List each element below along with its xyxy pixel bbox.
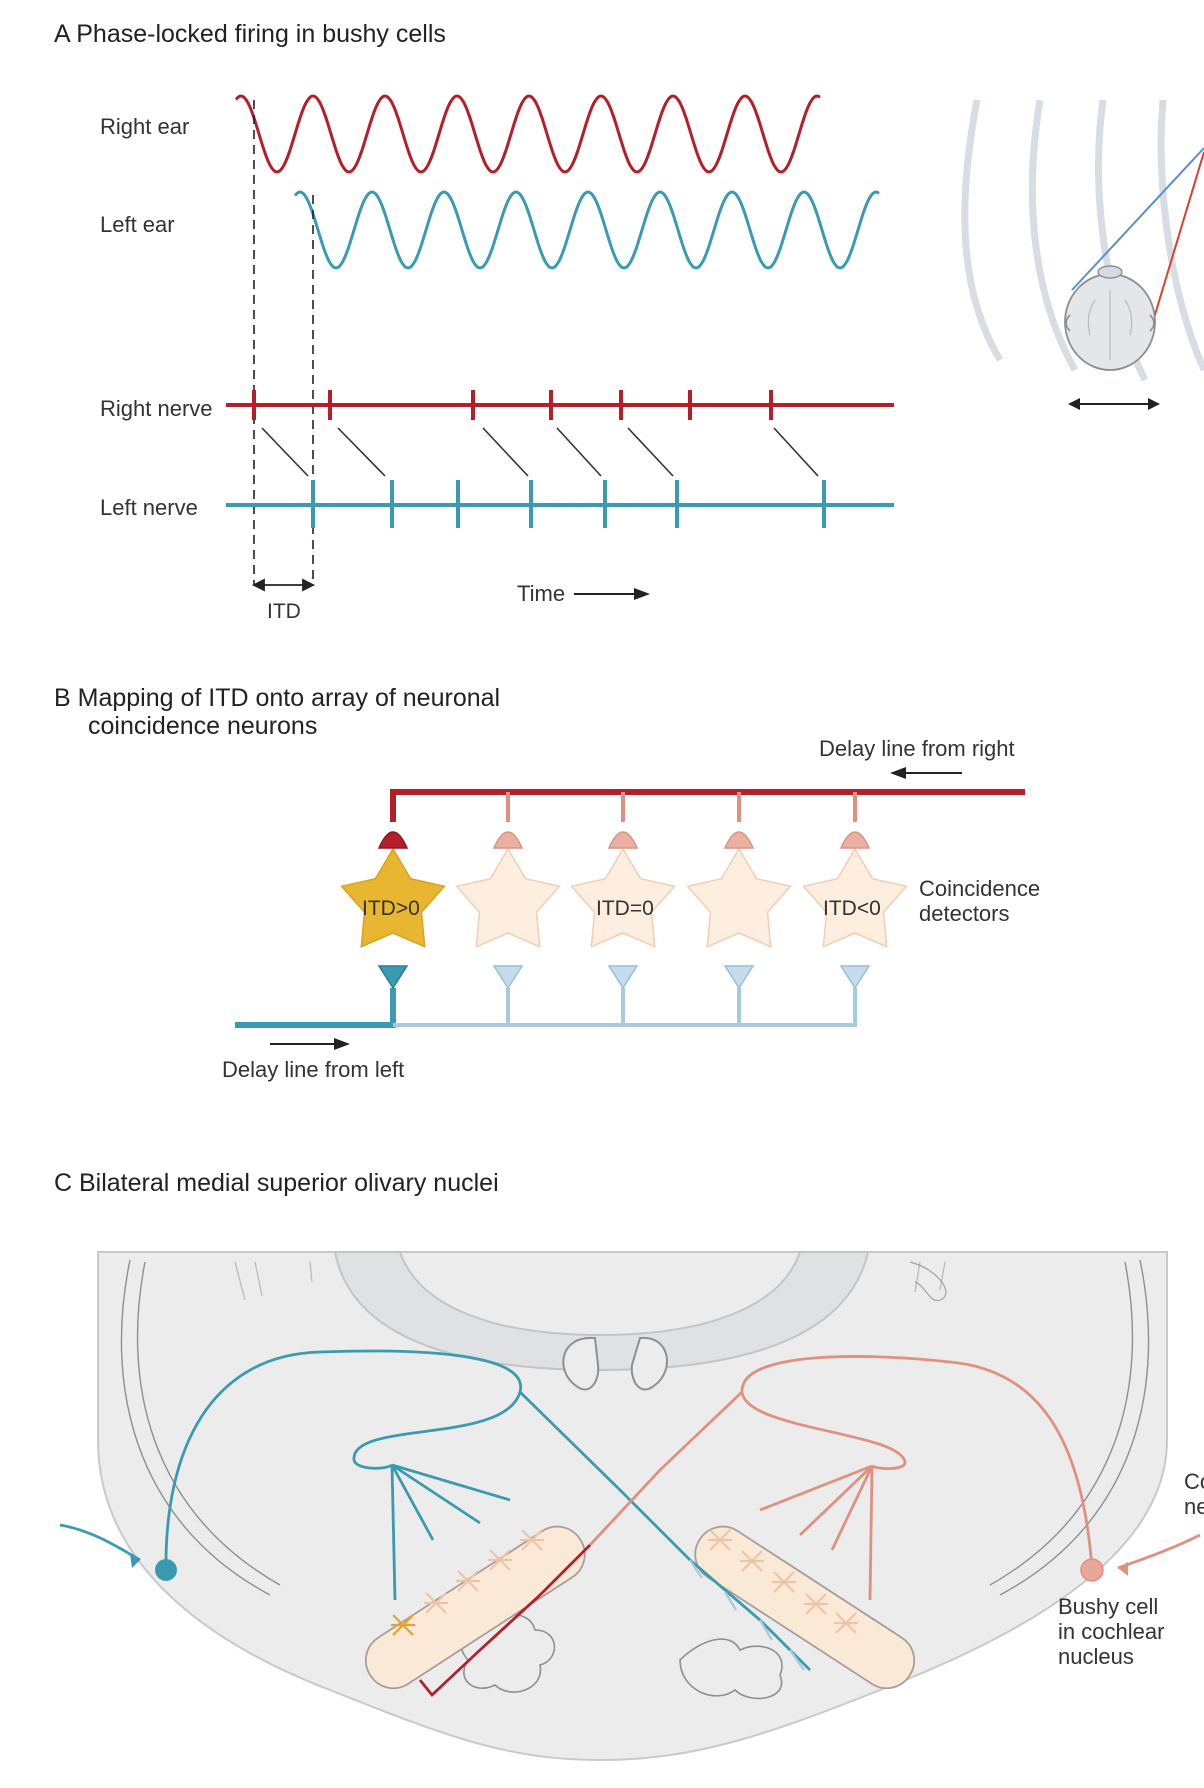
panel-a-title: A Phase-locked firing in bushy cells: [54, 20, 446, 48]
left-terminal-icon: [130, 1554, 140, 1568]
cut-off-label-line1: Co: [1184, 1469, 1204, 1494]
time-label: Time: [517, 581, 565, 606]
delay-left-label: Delay line from left: [222, 1057, 404, 1082]
itd-label: ITD: [267, 600, 301, 623]
coincidence-label-line1: Coincidence: [919, 876, 1040, 901]
right-ear-waveform: [234, 94, 821, 174]
itd-arrow: [251, 578, 316, 592]
left-synapse-icon: [492, 965, 524, 990]
left-ear-label: Left ear: [100, 212, 175, 237]
bushy-cell-label-line3: nucleus: [1058, 1644, 1134, 1669]
right-synapse-icon: [607, 831, 639, 849]
mso-cell: [804, 1593, 828, 1615]
left-synapse-icon: [607, 965, 639, 990]
coincidence-detector-array: [340, 831, 908, 990]
mso-cell: [740, 1550, 764, 1572]
left-afferent-collaterals: [689, 1559, 805, 1671]
left-synapse-icon: [723, 965, 755, 990]
right-nerve-label: Right nerve: [100, 396, 213, 421]
mso-cell: [772, 1571, 796, 1593]
cut-off-label-line2: ne: [1184, 1494, 1204, 1519]
itd-zero-label: ITD=0: [596, 897, 654, 920]
coincidence-neuron: [570, 847, 676, 948]
panel-c-title: C Bilateral medial superior olivary nucl…: [54, 1169, 499, 1197]
bushy-cell-label-line2: in cochlear: [1058, 1619, 1164, 1644]
delay-left-arrow: [270, 1038, 350, 1050]
bushy-cell-label-line1: Bushy cell: [1058, 1594, 1158, 1619]
itd-less-label: ITD<0: [823, 897, 881, 920]
mso-cell: [391, 1614, 415, 1636]
left-ear-waveform: [293, 190, 880, 270]
head-sound-source-illustration: [961, 99, 1204, 410]
delay-right-label: Delay line from right: [819, 736, 1015, 761]
right-synapse-icon: [492, 831, 524, 849]
mso-cell: [834, 1612, 858, 1634]
coincidence-link: [773, 427, 819, 477]
panel-b-title-line2: coincidence neurons: [88, 712, 317, 740]
coincidence-neuron: [340, 847, 446, 948]
left-nerve-label: Left nerve: [100, 495, 198, 520]
brainstem-section: [97, 1251, 1168, 1762]
coincidence-link: [556, 427, 602, 477]
delay-right-arrow: [890, 767, 962, 779]
mso-cell: [708, 1529, 732, 1551]
coincidence-link: [482, 427, 529, 477]
delay-right-branches: [506, 792, 857, 822]
itd-greater-label: ITD>0: [362, 897, 420, 920]
coincidence-link: [627, 427, 674, 477]
bushy-cell-left: [155, 1559, 177, 1581]
right-ear-label: Right ear: [100, 114, 189, 139]
right-nerve-spikes: [252, 390, 773, 420]
right-synapse-icon: [839, 831, 871, 849]
mso-nucleus-right: [694, 1525, 916, 1690]
coincidence-neuron: [802, 847, 908, 948]
coincidence-link: [261, 427, 309, 477]
coincidence-neuron: [686, 847, 792, 948]
mso-cell: [488, 1549, 512, 1571]
mso-cell: [456, 1570, 480, 1592]
right-synapse-icon: [377, 831, 409, 849]
mso-cell: [520, 1529, 544, 1551]
delay-line-left-dark: [235, 988, 396, 1028]
left-nerve-spikes: [311, 480, 826, 528]
left-synapse-icon: [377, 965, 409, 990]
left-synapse-icon: [839, 965, 871, 990]
coincidence-link: [337, 427, 386, 477]
time-arrow: [574, 588, 650, 600]
right-afferent-dark-branch: [418, 1544, 591, 1698]
coincidence-label-line2: detectors: [919, 901, 1010, 926]
delay-line-left-light: [393, 988, 857, 1027]
mso-neurons: [391, 1529, 858, 1636]
spike-coincidence-links: [261, 427, 819, 477]
panel-b-title-line1: B Mapping of ITD onto array of neuronal: [54, 684, 500, 712]
right-terminal-icon: [1118, 1562, 1128, 1576]
coincidence-neuron: [455, 847, 561, 948]
mso-cell: [424, 1592, 448, 1614]
delay-line-right: [390, 789, 1025, 822]
mso-nucleus-left: [364, 1525, 586, 1690]
bushy-cell-right: [1080, 1558, 1104, 1582]
right-synapse-icon: [723, 831, 755, 849]
